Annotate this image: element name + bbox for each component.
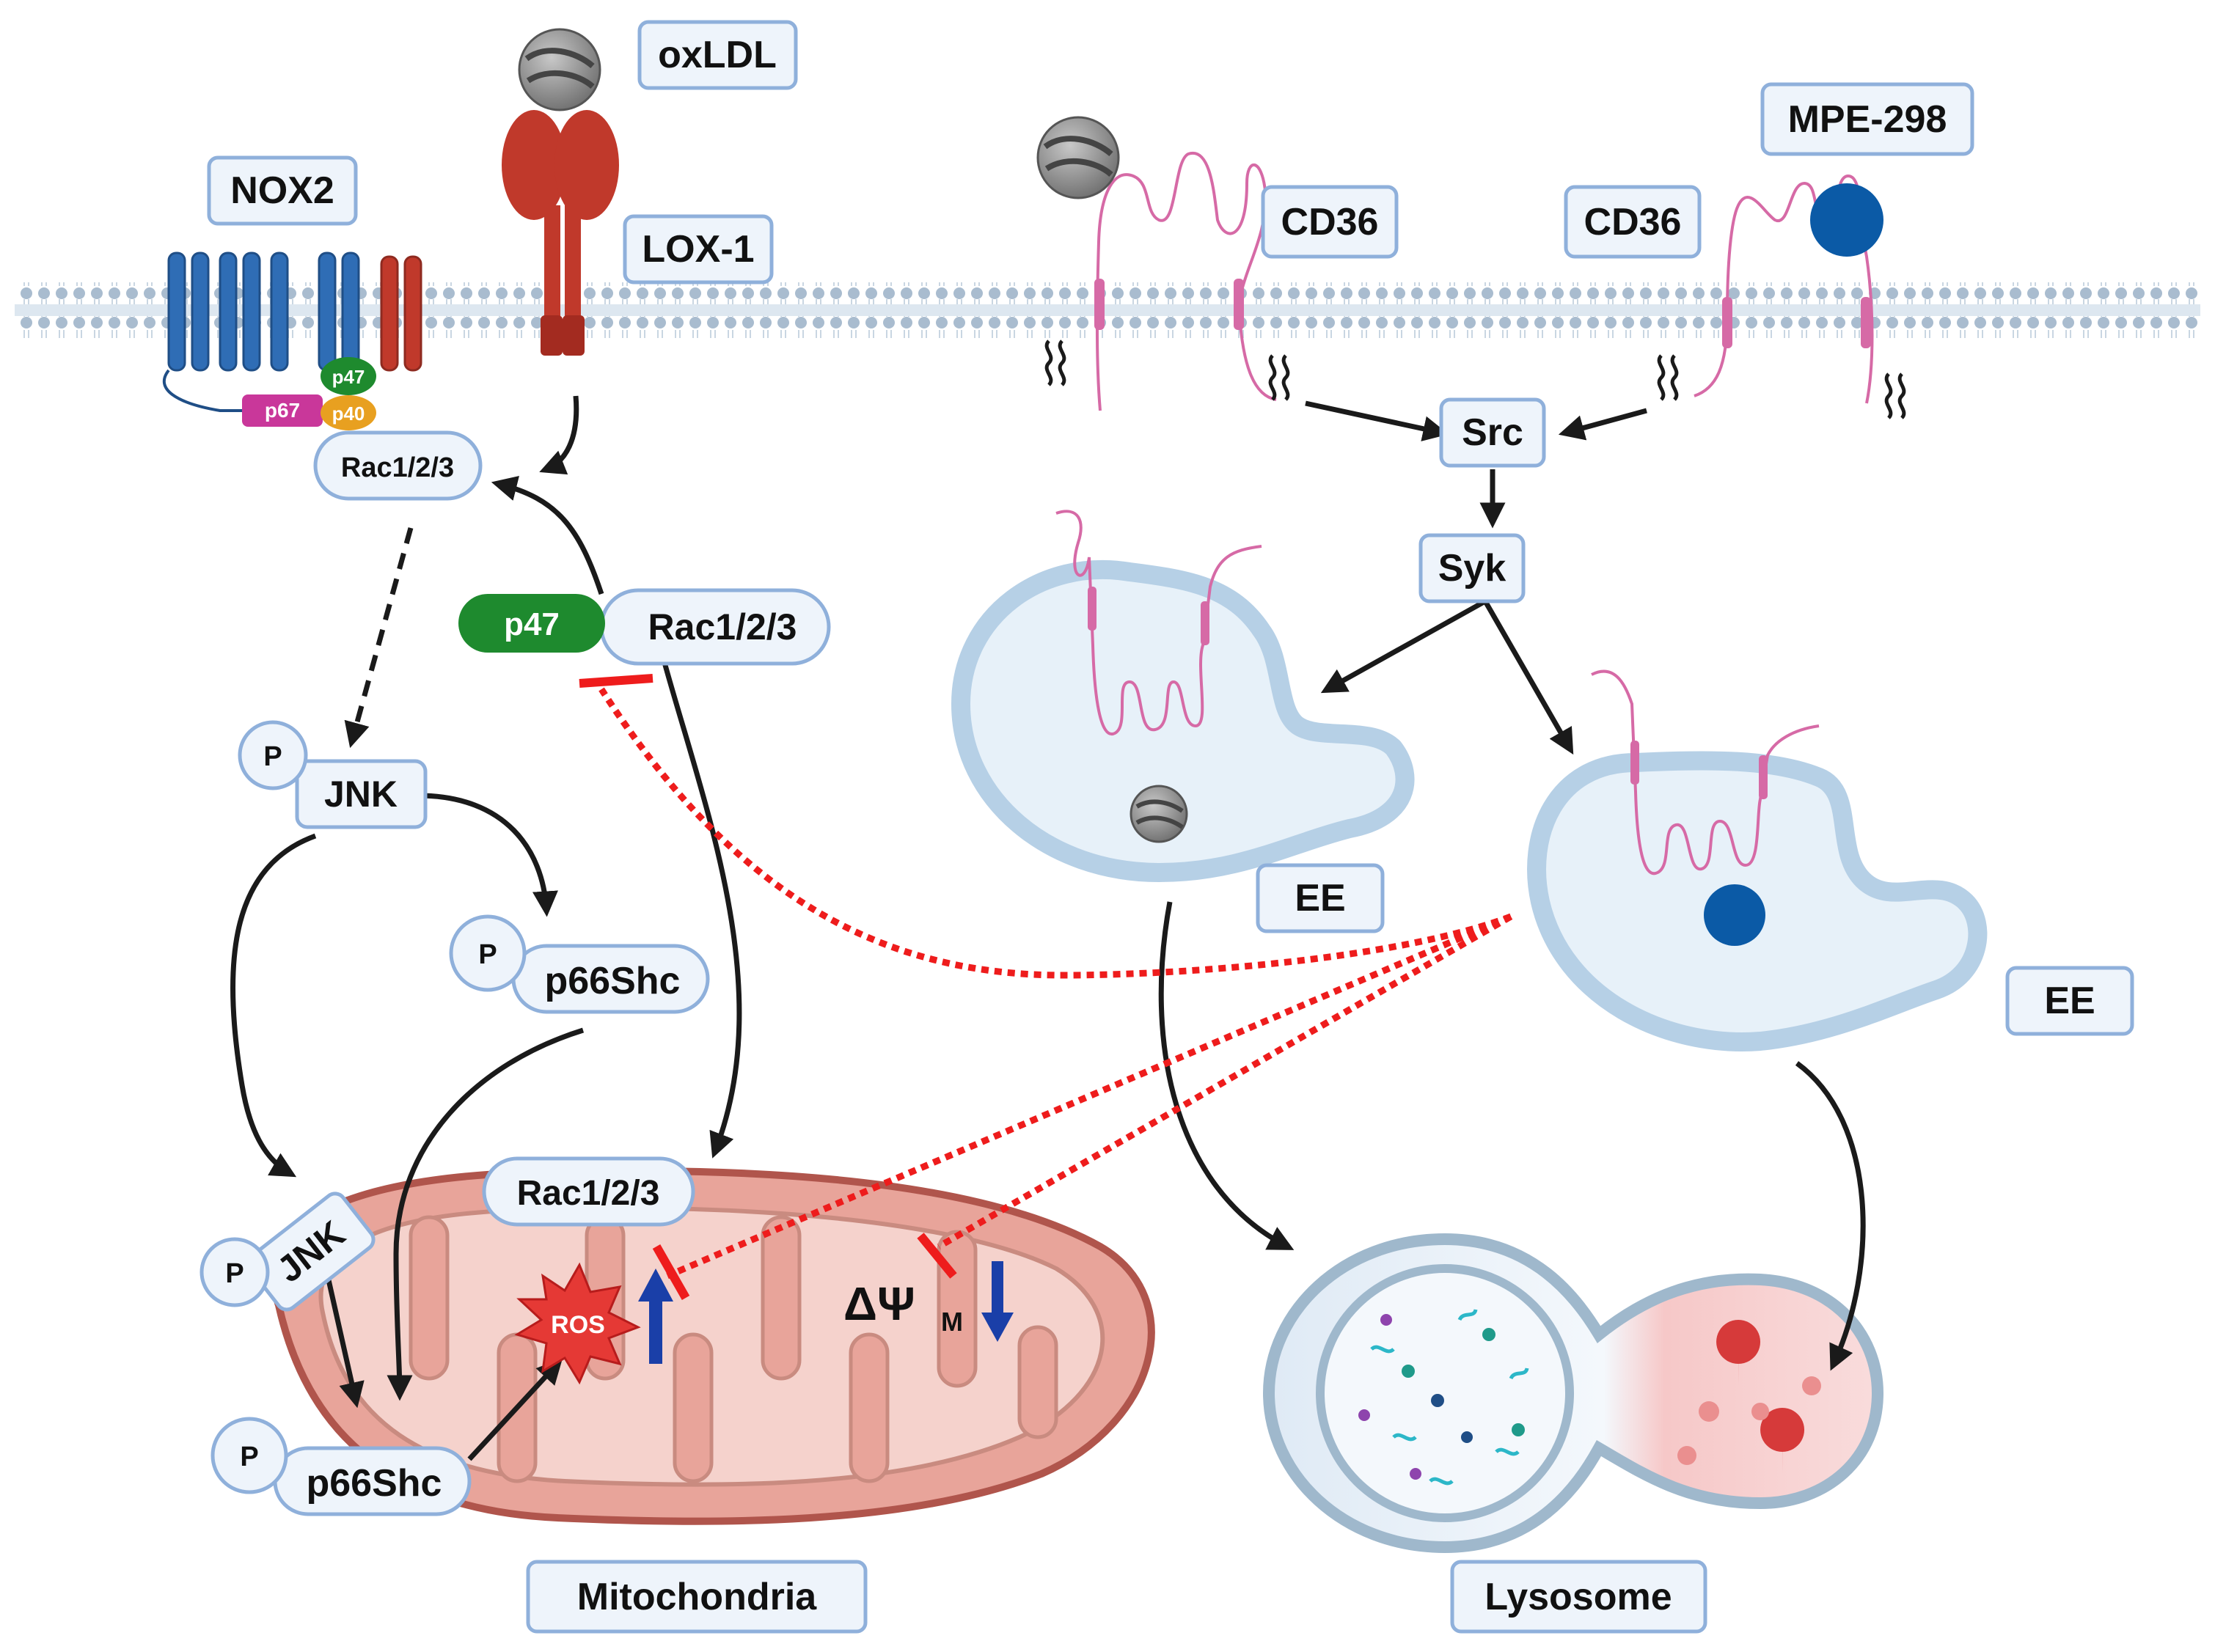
membrane-potential-subscript: M bbox=[941, 1307, 963, 1337]
p47-cytosol-label: p47 bbox=[504, 606, 560, 642]
lox1-receptor bbox=[502, 110, 619, 356]
rac-mito-pill: Rac1/2/3 bbox=[482, 1156, 695, 1227]
p47-small-label: p47 bbox=[332, 366, 365, 388]
p40-label: p40 bbox=[332, 403, 365, 425]
phospho-p66shc-top: P bbox=[478, 939, 497, 970]
ee-left-label: EE bbox=[1295, 877, 1345, 919]
cd36-right-receptor bbox=[1694, 174, 1874, 404]
phospho-jnk-top: P bbox=[263, 741, 282, 772]
cd36-left-receptor bbox=[1095, 151, 1277, 411]
jnk-top: JNK P bbox=[238, 720, 428, 829]
cd36-left-tm bbox=[1094, 279, 1244, 330]
oxldl-particle bbox=[518, 28, 601, 111]
cd36-right-tm bbox=[1722, 297, 1871, 348]
potential-down-arrow bbox=[981, 1261, 1014, 1342]
src-label: Src bbox=[1462, 411, 1523, 454]
cd36-left-label: CD36 bbox=[1281, 201, 1379, 243]
membrane-potential-label: ΔΨ bbox=[843, 1277, 915, 1330]
p66shc-top: p66Shc P bbox=[449, 914, 710, 1014]
inhibition-lines bbox=[598, 687, 1513, 1280]
label-boxes bbox=[207, 20, 2134, 1634]
cd36-right-label: CD36 bbox=[1584, 201, 1682, 243]
lysosome-label: Lysosome bbox=[1484, 1576, 1672, 1618]
ros-label: ROS bbox=[551, 1311, 605, 1339]
oxldl-bound-cd36 bbox=[1036, 116, 1120, 199]
ros-burst: ROS bbox=[514, 1262, 641, 1385]
activation-arrows bbox=[230, 395, 1866, 1461]
endosome-left bbox=[951, 510, 1415, 883]
syk-label: Syk bbox=[1438, 547, 1506, 590]
nox2-complex: p67 p47 p40 bbox=[163, 252, 422, 430]
lysosome bbox=[1262, 1233, 1884, 1554]
palmitoyl-left bbox=[1044, 339, 1290, 401]
rac-membrane-pill: Rac1/2/3 bbox=[313, 430, 483, 501]
p67-label: p67 bbox=[265, 399, 300, 422]
rac-mito-label: Rac1/2/3 bbox=[517, 1174, 660, 1213]
mpe298-ligand bbox=[1810, 183, 1883, 257]
plasma-membrane bbox=[15, 282, 2200, 338]
jnk-top-label: JNK bbox=[324, 774, 398, 815]
rac-membrane-label: Rac1/2/3 bbox=[341, 452, 454, 483]
p47-rac-complex: Rac1/2/3 p47 bbox=[458, 588, 831, 666]
phospho-p66shc-bottom: P bbox=[240, 1442, 258, 1472]
inhibition-bars bbox=[579, 674, 957, 1300]
ee-right-label: EE bbox=[2044, 980, 2095, 1022]
mpe298-label: MPE-298 bbox=[1788, 98, 1947, 141]
ros-up-arrow bbox=[638, 1269, 673, 1364]
nox2-label: NOX2 bbox=[230, 169, 334, 212]
phospho-jnk-bottom: P bbox=[225, 1258, 244, 1289]
rac-cytosol-label: Rac1/2/3 bbox=[648, 606, 797, 647]
mitochondria-label: Mitochondria bbox=[577, 1576, 818, 1618]
endosome-right bbox=[1527, 669, 1988, 1051]
p66shc-bottom-label: p66Shc bbox=[307, 1462, 442, 1505]
p66shc-bottom: p66Shc P bbox=[210, 1417, 472, 1516]
lox1-label: LOX-1 bbox=[642, 228, 754, 271]
p66shc-top-label: p66Shc bbox=[545, 960, 681, 1002]
palmitoyl-right bbox=[1657, 354, 1906, 419]
oxldl-label: oxLDL bbox=[658, 34, 777, 76]
